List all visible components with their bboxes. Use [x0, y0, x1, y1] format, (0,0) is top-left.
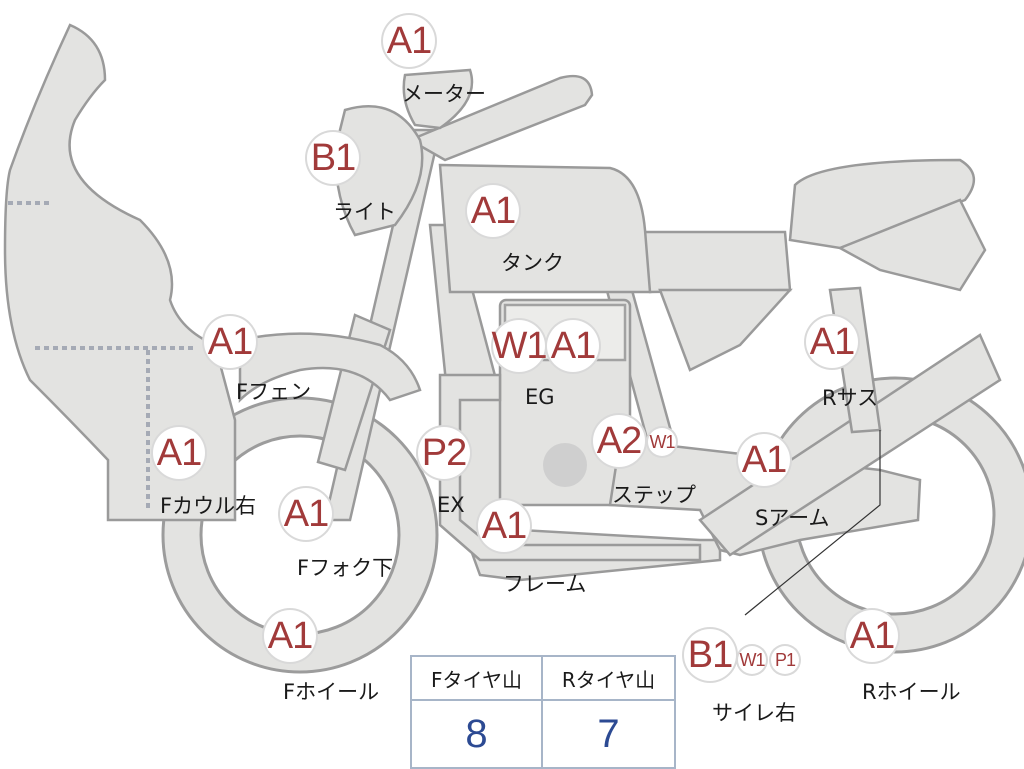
- front-cowl-right-code-badge: A1: [153, 427, 205, 479]
- front-fork-lower-code-badge: A1: [280, 488, 332, 540]
- front-wheel-code-badge: A1: [264, 610, 316, 662]
- headlight-shape: [333, 105, 424, 237]
- silencer-right-label: サイレ右: [712, 701, 796, 725]
- step-label: ステップ: [612, 483, 696, 507]
- front-cowl-right-label: Fカウル右: [160, 494, 257, 518]
- meter-code-badge: A1: [383, 15, 435, 67]
- swing-arm-label: Sアーム: [755, 506, 830, 530]
- engine-code-badge-1: W1: [492, 320, 548, 372]
- engine-label: EG: [525, 385, 555, 409]
- front-fender-label: Fフェン: [236, 380, 312, 404]
- engine-code-badge-2: A1: [547, 320, 599, 372]
- tail-cowl-shape: [837, 198, 987, 292]
- front-fender-code-badge: A1: [204, 316, 256, 368]
- front-fender-shape: [238, 332, 422, 404]
- meter-label: メーター: [402, 82, 486, 106]
- front-fork-lower-label: Fフォク下: [297, 556, 394, 580]
- light-label: ライト: [333, 200, 396, 224]
- rear-suspension-label: Rサス: [822, 386, 879, 410]
- tire-tread-table: Fタイヤ山 Rタイヤ山 8 7: [410, 655, 676, 769]
- rear-wheel-code-badge: A1: [846, 610, 898, 662]
- frame-code-badge: A1: [478, 500, 530, 552]
- front-tire-tread-value: 8: [412, 701, 543, 767]
- side-cover-shape: [658, 288, 793, 372]
- handlebar-shape: [407, 74, 594, 162]
- silencer-shape: [698, 333, 1002, 557]
- silencer-right-code-badge-1: B1: [684, 629, 736, 681]
- rear-seat-shape: [788, 158, 975, 250]
- silencer-leader-line: [744, 430, 881, 616]
- step-code-badge-2: W1: [648, 428, 676, 456]
- front-wheel-label: Fホイール: [283, 680, 380, 704]
- front-tire-tread-header: Fタイヤ山: [412, 657, 543, 701]
- engine-cover-shape: [543, 443, 587, 487]
- frame-label: フレーム: [503, 572, 587, 596]
- silencer-right-code-badge-3: P1: [771, 646, 799, 674]
- silencer-right-code-badge-2: W1: [738, 646, 766, 674]
- step-code-badge-1: A2: [593, 415, 645, 467]
- rear-tire-tread-value: 7: [597, 711, 620, 756]
- rear-suspension-code-badge: A1: [806, 316, 858, 368]
- tank-label: タンク: [501, 251, 564, 275]
- meter-shape: [402, 68, 474, 130]
- tank-code-badge: A1: [467, 185, 519, 237]
- swing-arm-code-badge: A1: [738, 434, 790, 486]
- light-code-badge: B1: [307, 132, 359, 184]
- exhaust-code-badge: P2: [418, 427, 470, 479]
- rear-wheel-label: Rホイール: [862, 680, 961, 704]
- exhaust-label: EX: [437, 493, 465, 517]
- rear-tire-tread-header: Rタイヤ山: [543, 657, 674, 701]
- seat-shape: [638, 230, 792, 294]
